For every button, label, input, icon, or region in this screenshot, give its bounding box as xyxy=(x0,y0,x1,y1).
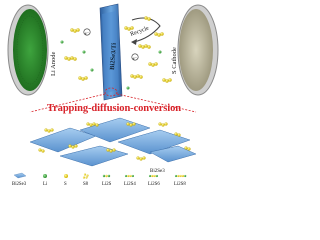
li2s8-chain-icon xyxy=(174,174,187,178)
legend-label-s: S xyxy=(64,182,67,187)
legend-label-li2s8: Li2S8 xyxy=(174,182,186,187)
polysulfide-chains xyxy=(64,16,172,83)
separator xyxy=(99,3,123,101)
yellow-sphere-icon xyxy=(64,174,68,178)
li2s-chain-icon xyxy=(102,174,111,178)
electron-right: e⁻ xyxy=(131,53,139,61)
lithium-ions xyxy=(60,40,162,90)
s8-ring-icon xyxy=(82,173,89,179)
electron-right-label: e⁻ xyxy=(133,55,138,60)
electron-left: e⁻ xyxy=(83,28,91,36)
li-anode xyxy=(7,4,49,96)
inset-bi2se3 xyxy=(29,117,197,167)
legend-label-li2s6: Li2S6 xyxy=(148,182,160,187)
s-cathode xyxy=(177,4,219,96)
anode-label: Li Anode xyxy=(50,52,57,76)
legend-label-bi2se3: Bi2Se3 xyxy=(12,182,27,187)
legend-labels: Bi2Se3 Li S S8 Li2S Li2S4 Li2S6 Li2S8 xyxy=(12,182,186,187)
inset-sulfur-chains xyxy=(38,122,191,161)
mechanism-title: Trapping-diffusion-conversion xyxy=(46,103,181,114)
diagram-canvas: Li Anode S Cathode Bi2Se3/Ti Recycle e⁻ … xyxy=(7,3,219,187)
recycle-arrow xyxy=(131,17,161,45)
electron-left-label: e⁻ xyxy=(85,30,90,35)
blue-flake-icon xyxy=(13,172,27,179)
li2s4-chain-icon xyxy=(124,174,134,178)
inset-material-label: Bi2Se3 xyxy=(150,169,165,174)
legend-icons xyxy=(13,172,187,179)
legend-label-li2s4: Li2S4 xyxy=(124,182,136,187)
legend-label-li2s: Li2S xyxy=(102,182,112,187)
green-sphere-icon xyxy=(43,174,47,178)
cathode-label: S Cathode xyxy=(171,47,178,74)
li2s6-chain-icon xyxy=(148,174,158,178)
legend-label-li: Li xyxy=(43,182,48,187)
legend-label-s8: S8 xyxy=(83,182,89,187)
separator-label: Bi2Se3/Ti xyxy=(109,43,118,71)
zoom-callout xyxy=(29,87,197,113)
